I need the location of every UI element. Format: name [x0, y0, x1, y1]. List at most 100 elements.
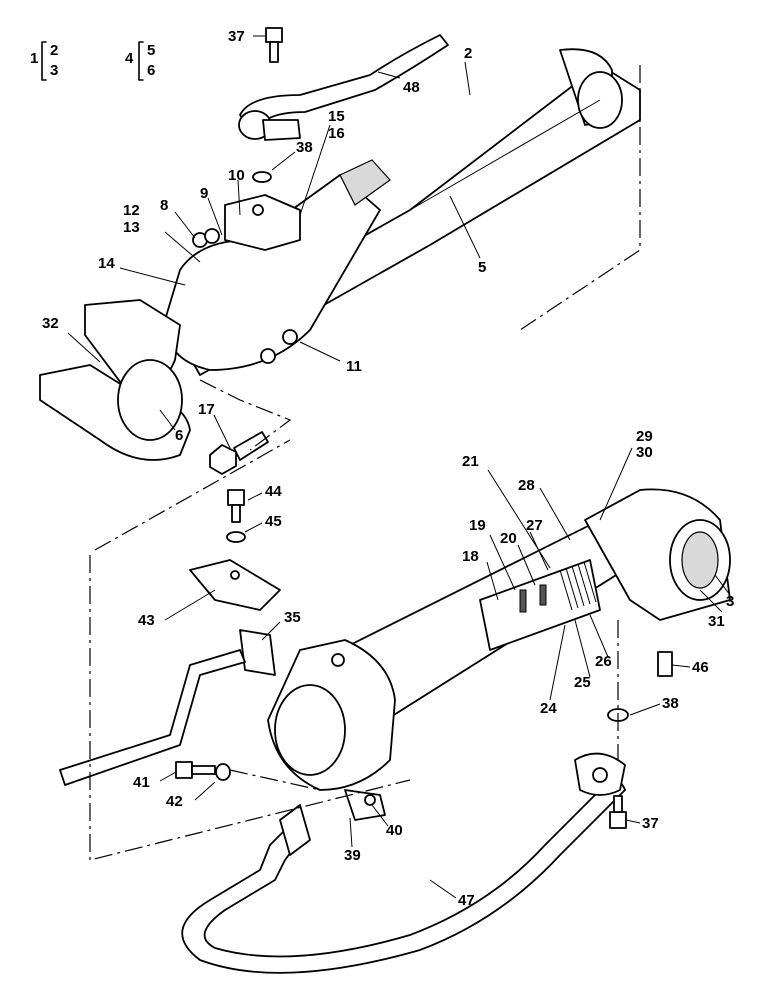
bolt-37-head-top — [265, 27, 283, 43]
callout-42: 42 — [166, 793, 183, 810]
callout-24: 24 — [540, 700, 557, 717]
callout-2: 2 — [464, 45, 472, 62]
legend-parent-1: 1 — [30, 50, 38, 67]
callout-5: 5 — [478, 259, 486, 276]
callout-13: 13 — [123, 219, 140, 236]
callout-37b: 37 — [642, 815, 659, 832]
callout-25: 25 — [574, 674, 591, 691]
callout-11: 11 — [346, 358, 362, 375]
legend-child-3: 3 — [50, 62, 58, 79]
callout-43: 43 — [138, 612, 155, 629]
tube-edge-line-2 — [429, 119, 641, 246]
legend-parent-4: 4 — [125, 50, 134, 67]
bolt-41-shank — [191, 765, 216, 775]
callout-15: 15 — [328, 108, 345, 125]
callout-29: 29 — [636, 428, 653, 445]
bolt-44-shank — [231, 504, 241, 523]
assembly-line-2 — [199, 379, 292, 451]
callout-44: 44 — [265, 483, 282, 500]
bolt-37-shank-top — [269, 41, 279, 63]
port-block — [224, 194, 301, 251]
callout-32: 32 — [42, 315, 59, 332]
block-35 — [239, 629, 276, 676]
callout-45: 45 — [265, 513, 282, 530]
bolt-17-shank — [233, 431, 269, 461]
pipe-47 — [181, 764, 626, 974]
tube-edge-line — [409, 99, 601, 211]
callout-30: 30 — [636, 444, 653, 461]
rod-head-section — [164, 174, 381, 371]
bolt-44-head — [227, 489, 245, 506]
callout-21: 21 — [462, 453, 479, 470]
washer-45 — [226, 531, 246, 543]
bolt-8b — [204, 228, 220, 244]
port-hole — [252, 204, 264, 216]
assembly-line-1 — [519, 65, 641, 331]
head-flange-shade — [339, 159, 391, 206]
bolt-11a — [282, 329, 298, 345]
bracket-43-hole — [230, 570, 240, 580]
callout-6: 6 — [175, 427, 183, 444]
callout-16: 16 — [328, 125, 345, 142]
callout-47: 47 — [458, 892, 475, 909]
upper-cylinder-assembly — [39, 27, 641, 475]
bolt-11b — [260, 348, 276, 364]
washer-42 — [215, 763, 231, 781]
pipe-47-end-flange — [279, 804, 311, 856]
clevis-grease-fitting — [331, 653, 345, 667]
callout-38b: 38 — [662, 695, 679, 712]
fitting-46 — [657, 651, 673, 677]
tube-clevis-bore — [274, 684, 346, 776]
rod-threads — [559, 561, 597, 611]
callout-28: 28 — [518, 477, 535, 494]
callout-48: 48 — [403, 79, 420, 96]
hose-48-flange — [262, 119, 301, 141]
assembly-line-3 — [89, 555, 411, 861]
callout-26: 26 — [595, 653, 612, 670]
callout-9: 9 — [200, 185, 208, 202]
legend-bracket-4 — [138, 41, 144, 81]
callout-20: 20 — [500, 530, 517, 547]
callout-38a: 38 — [296, 139, 313, 156]
callout-39: 39 — [344, 847, 361, 864]
callout-17: 17 — [198, 401, 215, 418]
legend-child-2: 2 — [50, 42, 58, 59]
hose-48 — [239, 34, 449, 136]
pipe-47-port — [592, 767, 608, 783]
callout-27: 27 — [526, 517, 543, 534]
callout-14: 14 — [98, 255, 115, 272]
callout-3: 3 — [726, 593, 734, 610]
callout-35: 35 — [284, 609, 301, 626]
bracket-43 — [189, 559, 281, 611]
callout-37a: 37 — [228, 28, 245, 45]
clevis-bore — [117, 359, 183, 441]
legend-child-5: 5 — [147, 42, 155, 59]
callout-12: 12 — [123, 202, 140, 219]
seal-ring-19 — [519, 589, 527, 613]
callout-19: 19 — [469, 517, 486, 534]
bolt-37-shank-lower — [613, 795, 623, 813]
legend-bracket-1 — [41, 41, 47, 81]
assembly-line-4 — [94, 439, 291, 551]
head-bushing — [681, 531, 719, 589]
legend-child-6: 6 — [147, 62, 155, 79]
callout-8: 8 — [160, 197, 168, 214]
lower-cylinder-assembly — [59, 439, 731, 974]
callout-labels: 37 2 48 15 16 38 10 9 8 12 13 14 5 32 11… — [42, 28, 734, 909]
bolt-37-head-lower — [609, 811, 627, 829]
assembly-line-6 — [229, 769, 321, 791]
o-ring-38-top — [252, 171, 272, 183]
legend: 1 2 3 4 5 6 — [30, 41, 155, 81]
callout-40: 40 — [386, 822, 403, 839]
callout-31: 31 — [708, 613, 725, 630]
bolt-41-head — [175, 761, 193, 779]
callout-10: 10 — [228, 167, 245, 184]
callout-18: 18 — [462, 548, 479, 565]
callout-46: 46 — [692, 659, 709, 676]
leader-lines — [67, 35, 731, 899]
pipe-line-left — [59, 649, 246, 786]
bolt-17-head — [209, 444, 237, 475]
seal-ring-20 — [539, 584, 547, 606]
